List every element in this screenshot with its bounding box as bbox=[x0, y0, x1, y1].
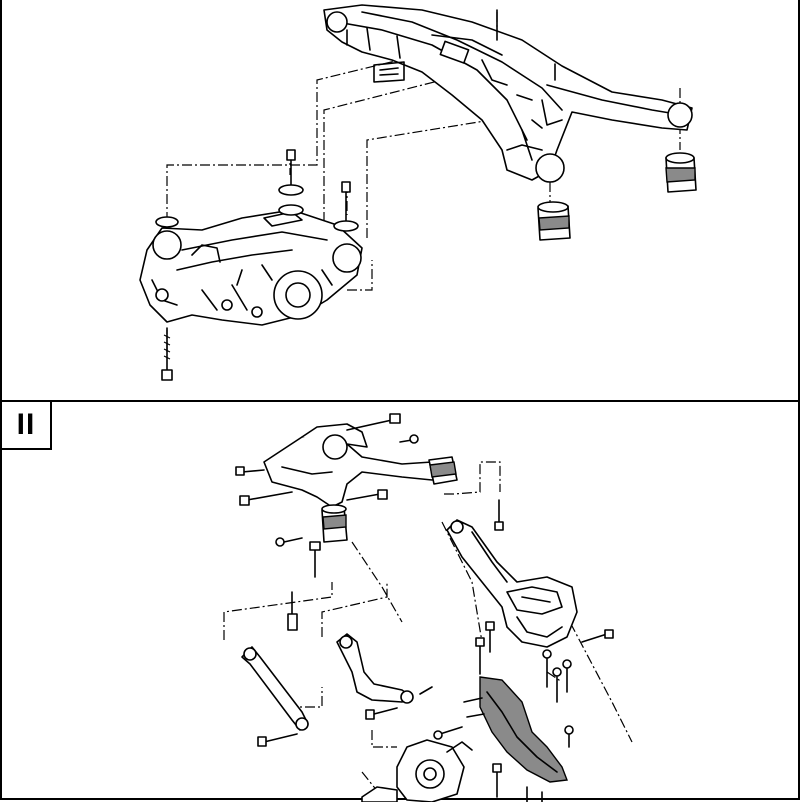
suspension-arms-exploded-diagram bbox=[223, 413, 633, 802]
subframe-bushings bbox=[537, 152, 697, 241]
lateral-links bbox=[241, 633, 463, 747]
mounting-bolts bbox=[155, 9, 556, 381]
upper-diagram-panel bbox=[0, 0, 800, 402]
rear-subframe bbox=[323, 4, 693, 183]
subframe-exploded-diagram bbox=[139, 4, 697, 381]
upper-bolts bbox=[235, 413, 504, 631]
underbody-shield bbox=[463, 637, 574, 783]
rear-differential bbox=[139, 209, 363, 326]
lower-diagram-panel: II bbox=[0, 400, 800, 802]
lower-control-arm bbox=[446, 519, 614, 653]
upper-control-arm bbox=[263, 423, 458, 543]
wheel-carrier bbox=[361, 739, 543, 802]
panel-label: II bbox=[2, 402, 52, 450]
